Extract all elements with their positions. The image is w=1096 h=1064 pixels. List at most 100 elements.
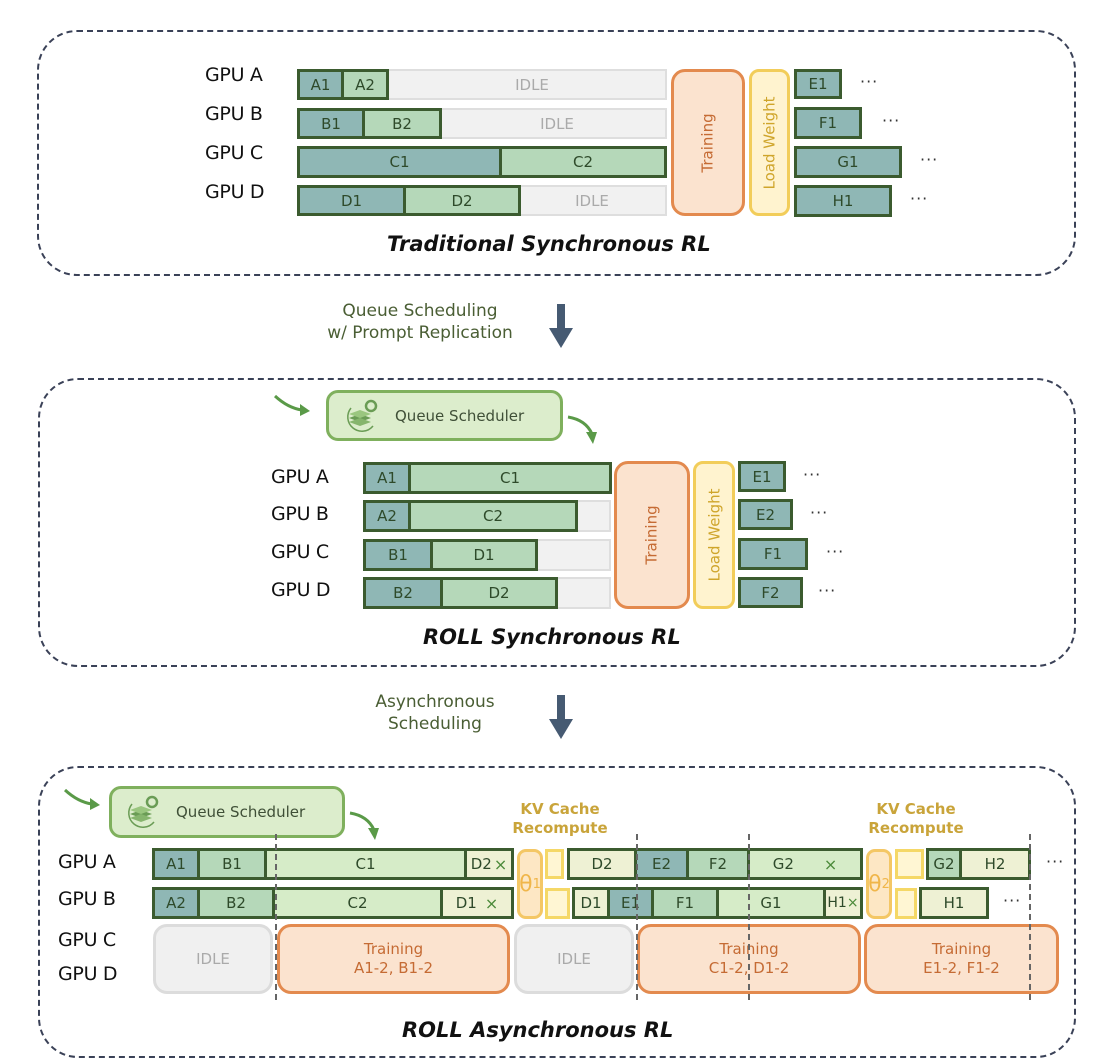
task-block: A2: [363, 500, 411, 532]
gpu-label-d: GPU D: [205, 181, 265, 203]
task-label: G2: [772, 855, 794, 873]
sync-line: [748, 834, 750, 1000]
kv-line: Recompute: [868, 819, 964, 837]
gpu-label-b: GPU B: [205, 103, 263, 125]
ellipsis: ···: [826, 542, 845, 561]
gpu-label-a: GPU A: [271, 466, 329, 488]
task-block: C2: [272, 887, 443, 919]
traditional-sync-panel: [37, 30, 1076, 276]
task-block: C1: [264, 848, 467, 880]
task-block: A2: [341, 69, 389, 100]
task-block: F2: [686, 848, 750, 880]
queue-scheduler-icon: [128, 795, 159, 828]
task-block: A1: [297, 69, 344, 100]
task-block: E1: [738, 461, 786, 492]
task-block: A1: [363, 462, 411, 494]
task-label: D1: [455, 894, 477, 912]
task-block: G1: [794, 146, 902, 178]
task-block: B2: [362, 108, 442, 139]
transition-line: w/ Prompt Replication: [327, 323, 513, 343]
queue-scheduler-label: Queue Scheduler: [176, 803, 306, 821]
task-block: F1: [794, 107, 862, 139]
recompute-slot: [895, 888, 917, 919]
task-block: A1: [152, 848, 200, 880]
task-block: D2: [403, 185, 521, 216]
task-block: E2: [738, 499, 793, 530]
flow-arrow-icon: [567, 415, 597, 444]
task-block: G2: [926, 848, 962, 880]
sync-line: [1029, 834, 1031, 1000]
task-block-cancelled: D2×: [464, 848, 514, 880]
roll-sync-panel: [38, 378, 1076, 667]
task-block: B1: [363, 539, 433, 571]
task-block: D1: [297, 185, 406, 216]
idle-label: IDLE: [557, 950, 591, 968]
cancel-icon: ×: [823, 854, 838, 874]
training-subtitle: A1-2, B1-2: [353, 959, 434, 977]
training-label: Training: [699, 112, 717, 173]
task-block: B2: [363, 577, 443, 609]
task-block: D1: [572, 887, 610, 919]
task-block: B1: [297, 108, 365, 139]
task-label: H1: [827, 895, 847, 911]
task-block: A2: [152, 887, 200, 919]
cancel-icon: ×: [846, 895, 859, 911]
theta-symbol: θ: [519, 871, 533, 897]
load-weight-label: Load Weight: [760, 95, 779, 190]
theta-symbol: θ: [868, 871, 882, 897]
gpu-label-c: GPU C: [205, 142, 263, 164]
task-block: C2: [408, 500, 578, 532]
ellipsis: ···: [920, 150, 939, 169]
training-block: Training E1-2, F1-2: [864, 924, 1059, 994]
transition-line: Scheduling: [388, 714, 482, 734]
queue-scheduler: Queue Scheduler: [326, 390, 563, 441]
task-block-cancelled: G2 ×: [747, 848, 863, 880]
panel-title: ROLL Asynchronous RL: [402, 1018, 674, 1042]
kv-cache-recompute-label: KV Cache Recompute: [856, 800, 976, 838]
theta-subscript: 2: [881, 876, 890, 892]
task-block-cancelled: H1×: [823, 887, 863, 919]
task-block: D2: [440, 577, 558, 609]
task-block: C1: [408, 462, 612, 494]
ellipsis: ···: [810, 503, 829, 522]
flow-arrow-icon: [349, 811, 379, 840]
kv-line: KV Cache: [520, 800, 600, 818]
ellipsis: ···: [882, 111, 901, 130]
recompute-slot: [545, 849, 564, 879]
queue-scheduler-icon: [347, 399, 378, 432]
recompute-slot: [895, 849, 924, 879]
gpu-label-a: GPU A: [58, 851, 116, 873]
load-weight-block: Load Weight: [749, 69, 790, 216]
transition-label: Asynchronous Scheduling: [360, 691, 510, 735]
ellipsis: ···: [1003, 891, 1022, 910]
flow-arrow-icon: [63, 788, 100, 810]
task-block: D1: [430, 539, 538, 571]
down-arrow-icon: [549, 695, 573, 739]
task-block: G1: [716, 887, 826, 919]
training-title: Training: [931, 940, 992, 958]
task-block: B1: [197, 848, 267, 880]
idle-block: IDLE: [514, 924, 634, 994]
transition-line: Queue Scheduling: [342, 301, 498, 321]
sync-line: [275, 834, 277, 1000]
idle-label: IDLE: [575, 191, 609, 210]
task-block: B2: [197, 887, 275, 919]
panel-title: ROLL Synchronous RL: [423, 625, 681, 649]
training-title: Training: [363, 940, 424, 958]
gpu-label-d: GPU D: [271, 579, 331, 601]
idle-label: IDLE: [515, 75, 549, 94]
task-block: E2: [634, 848, 689, 880]
task-label: D2: [470, 855, 492, 873]
load-weight-label: Load Weight: [705, 488, 724, 582]
flow-arrow-icon: [273, 394, 310, 416]
training-block: Training A1-2, B1-2: [277, 924, 510, 994]
gpu-label-a: GPU A: [205, 64, 263, 86]
kv-line: KV Cache: [876, 800, 956, 818]
down-arrow-icon: [549, 304, 573, 348]
roll-async-panel: [38, 766, 1076, 1058]
task-block: F1: [738, 538, 808, 570]
task-block: E1: [607, 887, 654, 919]
task-block: H1: [794, 185, 892, 217]
gpu-label-c: GPU C: [271, 541, 329, 563]
